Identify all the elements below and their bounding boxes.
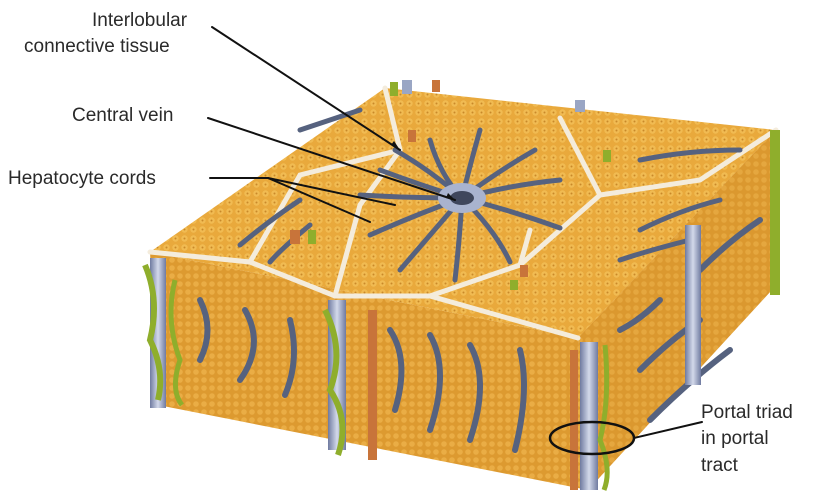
label-central-vein: Central vein — [72, 105, 173, 126]
central-vein — [438, 183, 486, 213]
label-portal-triad-line2: in portal — [701, 428, 769, 449]
label-interlobular-line1: Interlobular — [92, 10, 188, 31]
liver-tissue-block — [150, 88, 776, 490]
label-interlobular-line2: connective tissue — [24, 36, 170, 57]
label-portal-triad-line3: tract — [701, 455, 739, 476]
label-hepatocyte-cords: Hepatocyte cords — [8, 168, 156, 189]
label-portal-triad-line1: Portal triad — [701, 402, 793, 423]
